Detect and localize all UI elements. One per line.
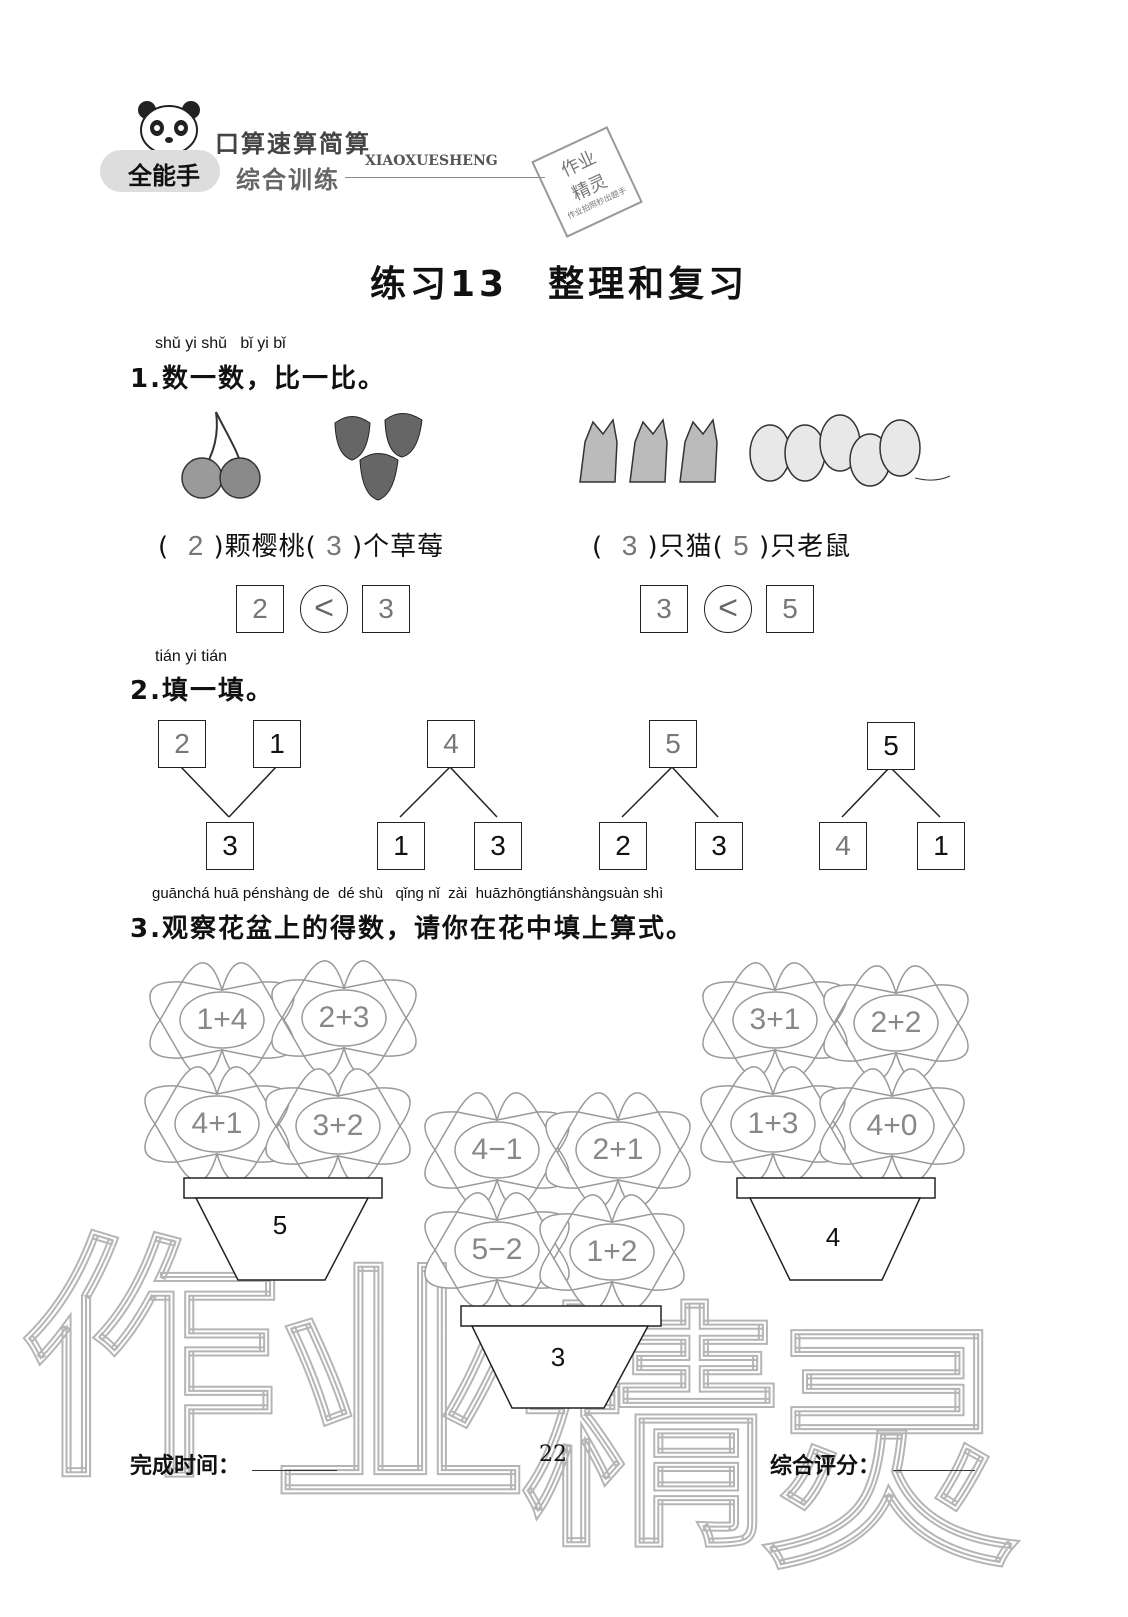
completion-time-label: 完成时间：	[130, 1454, 241, 1479]
tree1-bottom: 3	[206, 822, 254, 870]
page-title: 练习13 整理和复习	[370, 264, 749, 305]
page-number: 22	[539, 1442, 567, 1467]
score-label: 综合评分：	[770, 1454, 881, 1479]
tree3-top[interactable]: 5	[649, 720, 697, 768]
q1-mice-answer[interactable]: 5	[733, 530, 750, 561]
number-bond-lines	[180, 766, 941, 818]
tree2-bottom-left: 1	[377, 822, 425, 870]
tree1-top-right: 1	[253, 720, 301, 768]
header-rule	[345, 177, 545, 178]
watermark-char-4: 灵	[759, 1301, 1021, 1605]
pot2-flower-2[interactable]: 2+1	[592, 1133, 644, 1166]
tree3-bottom-left: 2	[599, 822, 647, 870]
score-field[interactable]	[893, 1470, 975, 1471]
series-top-label: 口算速算简算	[215, 130, 371, 158]
pot1-flower-1[interactable]: 1+4	[196, 1003, 248, 1036]
pot1-result: 5	[272, 1210, 288, 1240]
completion-time-field[interactable]	[252, 1470, 337, 1471]
q1-cats-answer[interactable]: 3	[621, 530, 639, 561]
compare-right-box-1[interactable]: 3	[362, 585, 410, 633]
q1-strawberries-answer[interactable]: 3	[326, 530, 343, 561]
q1-right-sentence: ( 3 )只猫( 5 )只老鼠	[592, 530, 852, 562]
pot3-result: 4	[825, 1222, 841, 1252]
pot2-flower-4[interactable]: 1+2	[586, 1235, 638, 1268]
pot3-flower-1[interactable]: 3+1	[749, 1003, 801, 1036]
pot3-flower-4[interactable]: 4+0	[866, 1109, 918, 1142]
tree2-top[interactable]: 4	[427, 720, 475, 768]
tree2-bottom-right: 3	[474, 822, 522, 870]
pot1-flower-4[interactable]: 3+2	[312, 1109, 364, 1142]
compare-left-box-2[interactable]: 3	[640, 585, 688, 633]
tree4-bottom-left[interactable]: 4	[819, 822, 867, 870]
cherries-icon	[180, 410, 270, 504]
q1-label: 1.数一数，比一比。	[130, 364, 386, 394]
pot2-result: 3	[550, 1342, 566, 1372]
cats-icon	[575, 412, 725, 491]
logo-cloud	[100, 150, 220, 192]
pot2-flower-1[interactable]: 4−1	[471, 1133, 523, 1166]
tree1-top-left[interactable]: 2	[158, 720, 206, 768]
pot3-flower-2[interactable]: 2+2	[870, 1006, 922, 1039]
q3-label: 3.观察花盆上的得数，请你在花中填上算式。	[130, 914, 694, 944]
tree4-top: 5	[867, 722, 915, 770]
latin-label: XIAOXUESHENG	[365, 153, 498, 169]
pot2-flower-3[interactable]: 5−2	[471, 1233, 523, 1266]
brand-label: 全能手	[128, 162, 200, 190]
pot3-flower-3[interactable]: 1+3	[747, 1107, 799, 1140]
strawberries-icon	[330, 405, 430, 509]
series-bottom-label: 综合训练	[236, 166, 340, 194]
pot1-flower-3[interactable]: 4+1	[191, 1107, 243, 1140]
tree3-bottom-right: 3	[695, 822, 743, 870]
q1-cherries-answer[interactable]: 2	[187, 530, 205, 561]
compare-left-box-1[interactable]: 2	[236, 585, 284, 633]
q2-label: 2.填一填。	[130, 676, 274, 706]
tree4-bottom-right: 1	[917, 822, 965, 870]
mice-icon	[745, 408, 955, 494]
compare-right-box-2[interactable]: 5	[766, 585, 814, 633]
compare-sign-1[interactable]: <	[300, 585, 348, 633]
q3-pinyin: guānchá huā pénshàng de dé shù qǐng nǐ z…	[152, 885, 664, 902]
q2-pinyin: tián yi tián	[155, 648, 228, 665]
q1-left-sentence: ( 2 )颗樱桃( 3 )个草莓	[158, 530, 445, 562]
flower-pots	[183, 1177, 936, 1409]
pot1-flower-2[interactable]: 2+3	[318, 1001, 370, 1034]
q1-pinyin: shǔ yi shǔ bǐ yi bǐ	[155, 335, 286, 352]
panda-mascot-icon	[135, 98, 205, 162]
compare-sign-2[interactable]: <	[704, 585, 752, 633]
